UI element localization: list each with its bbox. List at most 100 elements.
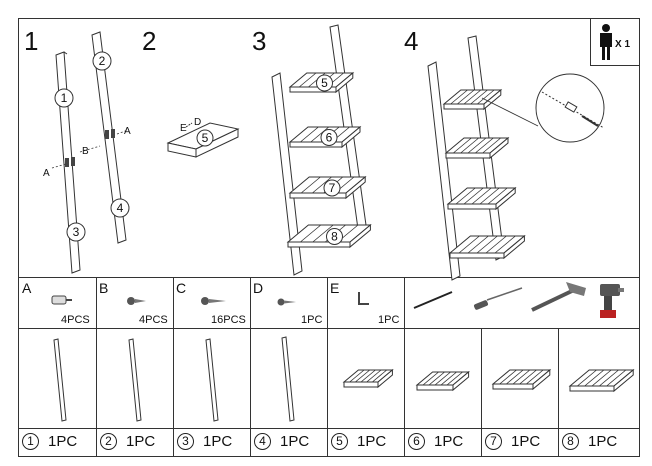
people-count: X 1 <box>615 39 631 50</box>
part-qty-7: 1PC <box>511 433 541 450</box>
parts-divider <box>404 328 405 457</box>
hw-qty-c: 16PCS <box>211 314 246 326</box>
shelf <box>568 368 635 393</box>
part-number-6: 6 <box>408 433 425 450</box>
part-number-7: 7 <box>485 433 502 450</box>
hw-divider <box>250 277 251 328</box>
step-number-4: 4 <box>404 26 419 56</box>
callout-circle <box>316 74 333 92</box>
part-3-upright-icon <box>205 338 219 422</box>
step3-callout-5: 5 <box>321 76 328 90</box>
callout-part-5: 5 <box>202 131 209 145</box>
left-upright <box>271 72 303 276</box>
part-8-shelf-icon <box>568 368 635 393</box>
part-qty-5: 1PC <box>357 433 387 450</box>
hw-qty-e: 1PC <box>378 314 400 326</box>
long-screw-icon <box>201 297 226 305</box>
badge-box-bottom <box>590 65 640 66</box>
divider-hardware-parts <box>18 328 640 329</box>
callout-part-2: 2 <box>99 54 106 68</box>
callout-e: E <box>180 123 187 134</box>
hw-divider <box>173 277 174 328</box>
part-number-5: 5 <box>331 433 348 450</box>
shelf <box>446 186 517 211</box>
divider-steps-hardware <box>18 277 640 278</box>
sheet-frame <box>18 18 640 457</box>
detail-leader-line <box>481 97 539 127</box>
part-qty-2: 1PC <box>126 433 156 450</box>
shelf <box>491 368 552 391</box>
hw-qty-d: 1PC <box>301 314 323 326</box>
callout-part-4: 4 <box>117 201 124 215</box>
left-upright <box>427 61 461 281</box>
shelf <box>448 234 526 260</box>
callout-part-3: 3 <box>73 225 80 239</box>
part-1-upright-icon <box>53 338 67 422</box>
part-number-8: 8 <box>562 433 579 450</box>
hw-letter-b: B <box>99 280 109 296</box>
part-qty-4: 1PC <box>280 433 310 450</box>
hw-divider <box>327 277 328 328</box>
part-qty-3: 1PC <box>203 433 233 450</box>
parts-divider <box>96 328 97 457</box>
badge-box-left <box>590 18 591 65</box>
hw-qty-b: 4PCS <box>139 314 168 326</box>
parts-divider <box>327 328 328 457</box>
l-bracket-icon <box>358 292 369 305</box>
shelf <box>444 136 510 160</box>
callout-circle <box>326 228 343 245</box>
part-number-2: 2 <box>100 433 117 450</box>
parts-divider <box>558 328 559 457</box>
step1-drawing: 1 2 4 3 A B A <box>43 31 131 274</box>
parts-divider <box>250 328 251 457</box>
part-qty-8: 1PC <box>588 433 618 450</box>
wall-screw-icon <box>277 298 296 306</box>
step3-callout-7: 7 <box>329 181 336 195</box>
shelf <box>415 370 470 392</box>
callout-b: B <box>82 146 89 157</box>
step3-callout-8: 8 <box>331 230 338 244</box>
part-2-upright-icon <box>128 338 142 422</box>
hw-letter-d: D <box>253 280 264 296</box>
hw-letter-a: A <box>22 280 32 296</box>
power-drill-icon <box>600 284 624 318</box>
parts-divider <box>481 328 482 457</box>
callout-circle <box>323 179 341 197</box>
step2-drawing: 5 E D <box>166 117 240 158</box>
shelf <box>342 368 394 389</box>
callout-circle <box>320 129 338 146</box>
dowel-pin-icon <box>51 295 72 305</box>
step3-callout-6: 6 <box>326 131 333 145</box>
hw-letter-c: C <box>176 280 187 296</box>
part-number-3: 3 <box>177 433 194 450</box>
person-icon <box>600 24 612 60</box>
parts-divider <box>173 328 174 457</box>
step4-drawing <box>427 35 605 281</box>
part-5-shelf-icon <box>342 368 394 389</box>
shelf <box>442 88 503 111</box>
short-screw-icon <box>127 297 146 305</box>
part-number-4: 4 <box>254 433 271 450</box>
part-qty-6: 1PC <box>434 433 464 450</box>
awl-icon <box>413 291 453 309</box>
hammer-icon <box>531 282 586 312</box>
hw-divider <box>96 277 97 328</box>
step3-drawing: 5 6 7 8 <box>271 24 372 276</box>
hw-letter-e: E <box>330 280 340 296</box>
step-number-2: 2 <box>142 26 157 56</box>
divider-parts-labels <box>18 428 640 429</box>
hw-divider <box>404 277 405 328</box>
part-6-shelf-icon <box>415 370 470 392</box>
screwdriver-icon <box>473 287 523 310</box>
part-qty-1: 1PC <box>48 433 78 450</box>
part-number-1: 1 <box>22 433 39 450</box>
callout-d: D <box>194 117 201 128</box>
callout-a-right: A <box>124 126 131 137</box>
step-number-3: 3 <box>252 26 267 56</box>
callout-a-left: A <box>43 168 50 179</box>
hw-qty-a: 4PCS <box>61 314 90 326</box>
step-number-1: 1 <box>24 26 39 56</box>
part-4-upright-icon <box>281 336 295 422</box>
part-7-shelf-icon <box>491 368 552 391</box>
